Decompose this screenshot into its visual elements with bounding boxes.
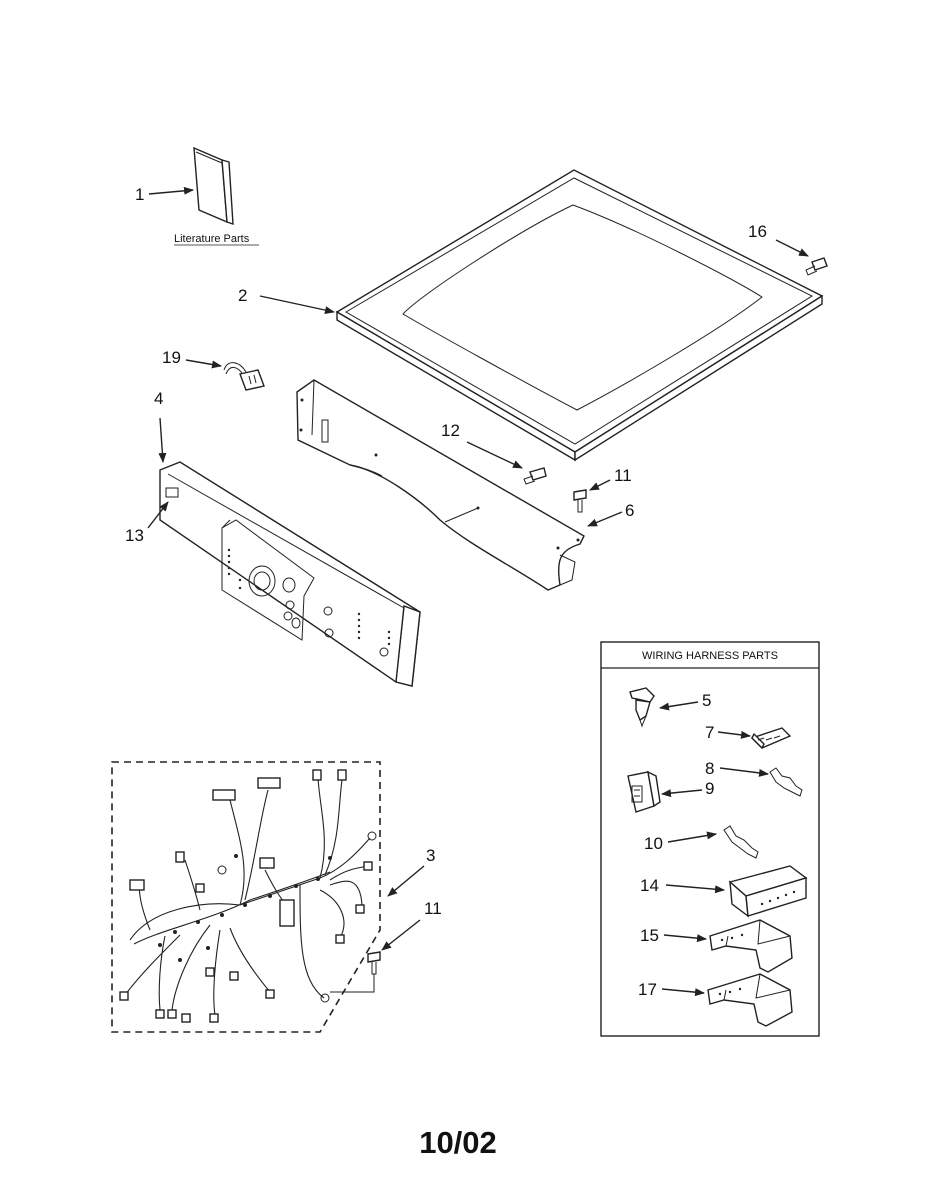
callout-1: 1 <box>135 185 144 204</box>
leader-2 <box>259 295 335 315</box>
leader-15 <box>663 934 707 943</box>
callout-11-lower: 11 <box>424 899 442 918</box>
terminal-8 <box>769 767 803 797</box>
connector-15 <box>709 919 793 973</box>
screw-11-lower <box>330 951 381 993</box>
harness-boundary <box>111 761 381 1033</box>
leader-16 <box>775 239 809 257</box>
leader-11-upper <box>589 479 611 491</box>
leader-6 <box>587 511 623 527</box>
leader-19 <box>185 359 222 369</box>
callout-2: 2 <box>238 286 247 305</box>
leader-3 <box>387 865 425 897</box>
leader-1 <box>148 186 194 195</box>
callout-14: 14 <box>640 876 659 895</box>
leader-14 <box>665 884 725 894</box>
callout-17: 17 <box>638 980 657 999</box>
housing-14 <box>728 865 808 918</box>
connector-17 <box>707 973 793 1027</box>
leader-8 <box>719 767 769 777</box>
callout-12: 12 <box>441 421 460 440</box>
callout-11-upper: 11 <box>614 466 632 485</box>
wiring-parts-box <box>600 641 820 1037</box>
clip-5 <box>629 687 655 728</box>
connector-19 <box>223 362 265 391</box>
screw-11-upper <box>573 489 587 513</box>
callout-6: 6 <box>625 501 634 520</box>
leader-4 <box>158 417 167 463</box>
leader-13 <box>147 501 169 529</box>
footer-date: 10/02 <box>419 1125 497 1160</box>
callout-13: 13 <box>125 526 144 545</box>
callout-15: 15 <box>640 926 659 945</box>
callout-10: 10 <box>644 834 663 853</box>
wiring-parts-box-title: WIRING HARNESS PARTS <box>642 650 778 662</box>
callout-16: 16 <box>748 222 767 241</box>
control-console <box>159 461 421 687</box>
callout-8: 8 <box>705 759 714 778</box>
callout-7: 7 <box>705 723 714 742</box>
literature-part <box>193 146 234 225</box>
callout-9: 9 <box>705 779 714 798</box>
callout-4: 4 <box>154 389 163 408</box>
top-panel <box>335 169 824 462</box>
leader-7 <box>717 730 751 739</box>
bracket-6 <box>296 379 585 591</box>
wiring-harness <box>119 769 377 1023</box>
screw-16 <box>805 257 828 276</box>
terminal-10 <box>723 825 759 859</box>
connector-9 <box>627 770 661 813</box>
connector-7 <box>750 727 792 750</box>
leader-5 <box>659 701 699 711</box>
leader-12 <box>466 441 523 469</box>
leader-9 <box>661 789 703 798</box>
callout-5: 5 <box>702 691 711 710</box>
leader-10 <box>667 831 717 843</box>
callout-3: 3 <box>426 846 435 865</box>
screw-12 <box>523 467 547 485</box>
callout-19: 19 <box>162 348 181 367</box>
leader-17 <box>661 988 705 997</box>
literature-label: Literature Parts <box>174 233 250 245</box>
leader-11-lower <box>381 919 421 951</box>
